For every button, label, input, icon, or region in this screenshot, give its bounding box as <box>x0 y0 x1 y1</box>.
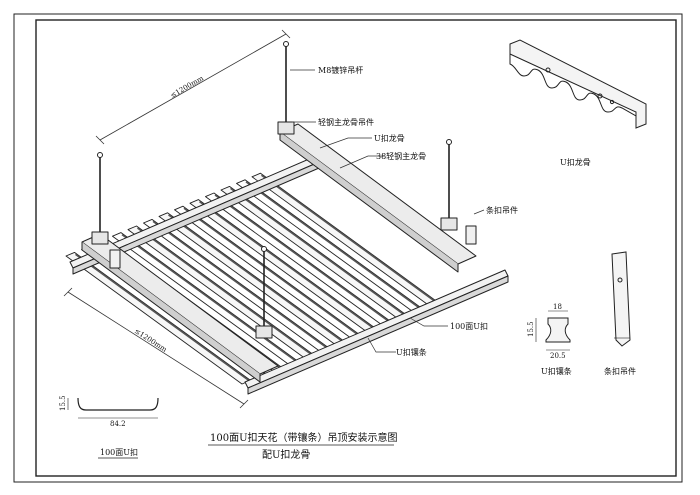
label-main-hanger: 轻钢主龙骨吊件 <box>318 117 374 127</box>
leader-lines <box>290 69 485 353</box>
ceiling-panel-insert <box>214 194 392 324</box>
drawing-title: 100面U扣天花（带镶条）吊顶安装示意图 <box>210 431 398 444</box>
ceiling-panel-insert <box>168 214 345 344</box>
hanger-rod-c <box>440 139 458 231</box>
ceiling-panel-insert <box>137 227 314 357</box>
outer-frame <box>13 13 683 483</box>
strip-hanger-left <box>109 249 121 269</box>
detail-profile-width-dim: 84.2 <box>110 420 126 428</box>
detail-u-insert <box>535 310 571 351</box>
hanger-rod-b <box>91 152 109 245</box>
inner-frame <box>35 19 677 477</box>
dimension-bottom-label: ≤1200mm <box>133 327 169 354</box>
ceiling-panel-insert <box>199 200 376 331</box>
detail-hanger-caption: 条扣吊件 <box>604 366 636 376</box>
hanger-rod-a <box>277 41 295 135</box>
detail-panel-profile <box>67 397 159 419</box>
label-u-keel: U扣龙骨 <box>374 133 405 143</box>
ceiling-panels <box>65 172 438 385</box>
main-keel-left <box>81 233 279 383</box>
ceiling-panel-insert <box>245 181 423 311</box>
ceiling-panel-insert <box>183 207 361 337</box>
detail-profile-caption: 100面U扣 <box>100 447 138 457</box>
dimension-top <box>95 29 291 145</box>
ceiling-assembly <box>65 41 509 395</box>
dimension-top-label: ≤1200mm <box>169 74 205 100</box>
label-panel-100: 100面U扣 <box>450 321 488 331</box>
ceiling-panel-insert <box>75 253 252 384</box>
detail-profile-height-dim: 15.5 <box>59 395 67 411</box>
ceiling-panel-insert <box>121 233 299 364</box>
dimension-bottom <box>63 287 249 409</box>
label-strip-hanger: 条扣吊件 <box>486 205 518 215</box>
detail-insert-bottom-dim: 20.5 <box>550 352 566 360</box>
u-keel-rear <box>244 269 509 395</box>
label-u-insert: U扣镶条 <box>396 347 427 357</box>
hanger-rod-d <box>255 246 273 339</box>
label-rod: M8镀锌吊杆 <box>318 65 363 75</box>
strip-hanger-right <box>465 225 477 245</box>
detail-u-keel-caption: U扣龙骨 <box>560 157 591 167</box>
detail-u-keel <box>509 39 647 129</box>
drawing-subtitle: 配U扣龙骨 <box>262 448 310 461</box>
label-main-keel: 38轻钢主龙骨 <box>376 151 426 161</box>
ceiling-panel-insert <box>230 187 407 318</box>
detail-insert-top-dim: 18 <box>553 303 562 311</box>
detail-insert-height-dim: 15.5 <box>527 321 535 337</box>
ceiling-panel-insert <box>152 220 330 351</box>
detail-insert-caption: U扣镶条 <box>541 366 572 376</box>
main-keel-right <box>279 123 477 273</box>
detail-strip-hanger <box>611 251 631 347</box>
ceiling-panel-insert <box>261 174 438 304</box>
